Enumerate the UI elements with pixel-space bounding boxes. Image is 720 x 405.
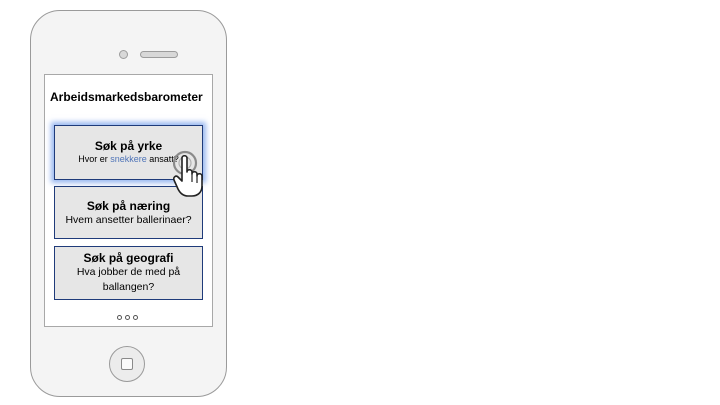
search-by-geography-button[interactable]: Søk på geografi Hva jobber de med på bal… xyxy=(54,246,203,300)
card-heading: Søk på næring xyxy=(86,199,171,213)
search-by-industry-button[interactable]: Søk på næring Hvem ansetter ballerinaer? xyxy=(54,186,203,239)
card-subtitle: Hvor er snekkere ansatt? xyxy=(78,154,179,164)
home-square-icon xyxy=(121,358,133,370)
card-subtitle: Hvem ansetter ballerinaer? xyxy=(65,214,192,226)
home-button-icon[interactable] xyxy=(109,346,145,382)
card-heading: Søk på geografi xyxy=(83,251,174,265)
page-indicator[interactable] xyxy=(117,315,138,320)
page-dot[interactable] xyxy=(133,315,138,320)
app-title: Arbeidsmarkedsbarometer xyxy=(50,90,203,104)
hand-pointer-icon xyxy=(172,150,203,197)
camera-icon xyxy=(119,50,128,59)
card-subtitle-line1: Hva jobber de med på xyxy=(76,266,181,278)
page-dot[interactable] xyxy=(117,315,122,320)
speaker-grille xyxy=(140,51,178,58)
card-subtitle-line2: ballangen? xyxy=(102,281,155,293)
highlighted-term: snekkere xyxy=(110,154,147,164)
card-heading: Søk på yrke xyxy=(94,139,163,153)
page-dot[interactable] xyxy=(125,315,130,320)
